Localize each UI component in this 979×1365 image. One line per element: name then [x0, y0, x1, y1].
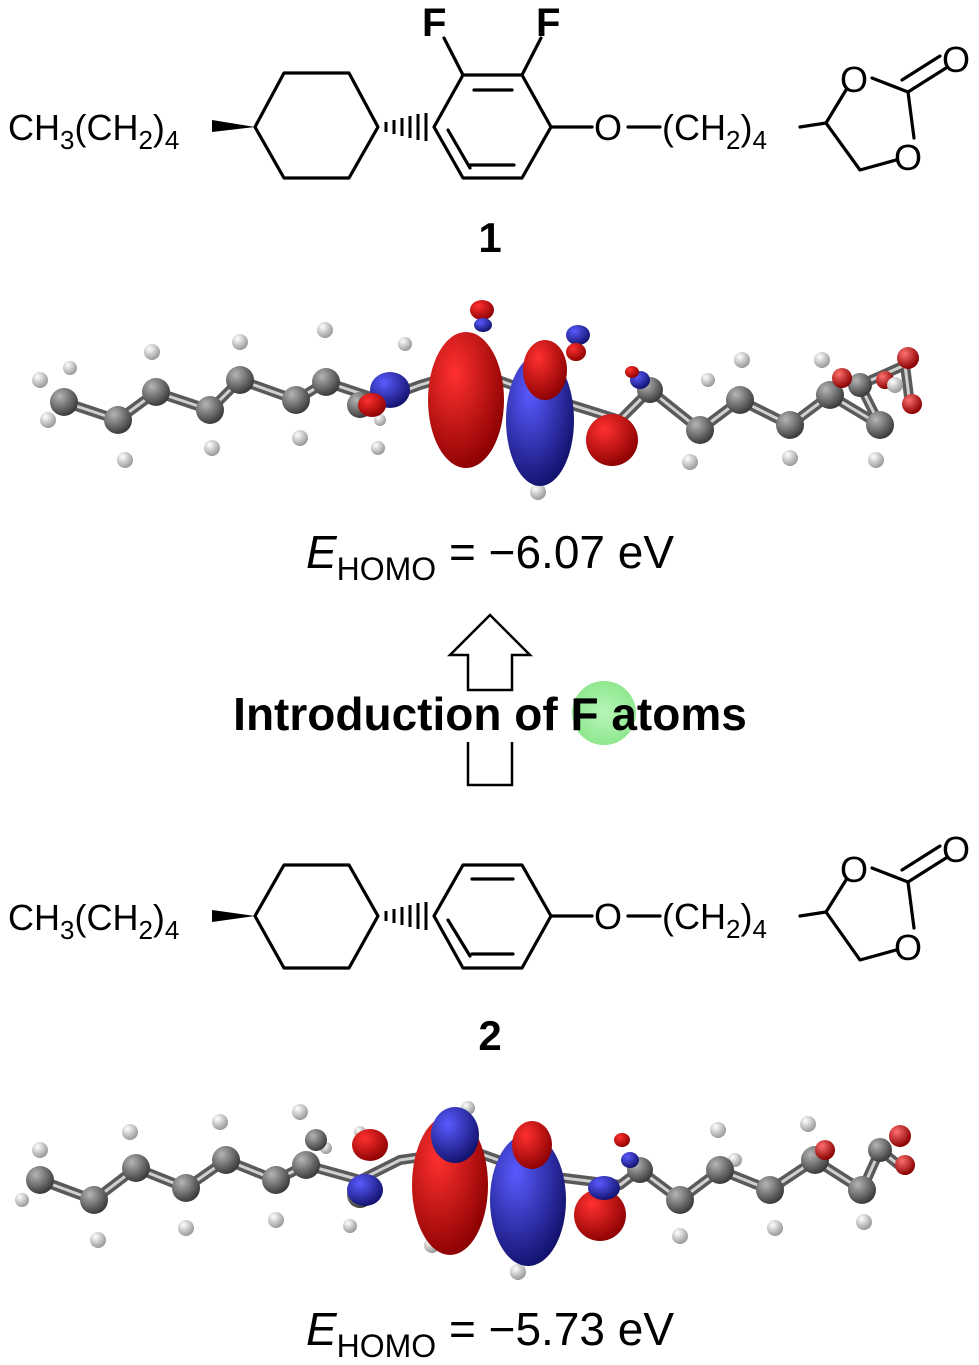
- fluorine-highlight-circle: [572, 681, 636, 745]
- cyclohexane-ring: [253, 71, 380, 180]
- oxygen-atoms: [832, 347, 922, 414]
- ring-oxygen-top-label: O: [840, 59, 868, 100]
- cyclic-carbonate: O O O: [824, 829, 970, 968]
- oxygen-atoms: [815, 1125, 915, 1175]
- compound-1-homo-model: [32, 300, 922, 500]
- carbonyl-oxygen-label: O: [942, 39, 970, 80]
- wedge-bond: [212, 120, 255, 132]
- hashed-bond: [384, 113, 428, 141]
- compound-1-structure: CH3(CH2)4 F F O (CH2)4 O O: [8, 1, 970, 261]
- cyclic-carbonate: O O O: [824, 39, 970, 178]
- carbon-atoms: [26, 1129, 892, 1214]
- alkyl-chain-label: CH3(CH2)4: [8, 897, 179, 945]
- cyclohexane-ring: [253, 863, 380, 970]
- carbonyl-oxygen-label: O: [942, 829, 970, 870]
- compound-2-structure: CH3(CH2)4 O (CH2)4 O O O 2: [8, 829, 970, 1059]
- wedge-bond: [212, 910, 255, 922]
- compound-2-homo-model: [15, 1101, 915, 1280]
- linker-label: (CH2)4: [662, 107, 767, 155]
- compound-1-homo-energy: EHOMO = −6.07 eV: [306, 526, 674, 587]
- compound-2-number: 2: [478, 1012, 501, 1059]
- hashed-bond: [384, 902, 428, 930]
- compound-1-number: 1: [478, 214, 501, 261]
- fluorine-right-label: F: [536, 1, 560, 45]
- compound-2-homo-energy: EHOMO = −5.73 eV: [306, 1303, 674, 1364]
- alkyl-chain-label: CH3(CH2)4: [8, 107, 179, 155]
- linker-label: (CH2)4: [662, 896, 767, 944]
- ring-oxygen-top-label: O: [840, 849, 868, 890]
- ring-oxygen-bottom-label: O: [894, 137, 922, 178]
- hydrogen-atoms: [32, 322, 884, 500]
- up-arrow: [446, 613, 534, 787]
- ring-oxygen-bottom-label: O: [894, 927, 922, 968]
- ether-oxygen-label: O: [594, 107, 622, 148]
- fluorine-left-label: F: [422, 1, 446, 45]
- ether-oxygen-label: O: [594, 896, 622, 937]
- transition-label: Introduction of F atoms: [233, 688, 747, 740]
- orbital-lobes: [347, 1107, 639, 1266]
- orbital-lobes: [358, 300, 650, 486]
